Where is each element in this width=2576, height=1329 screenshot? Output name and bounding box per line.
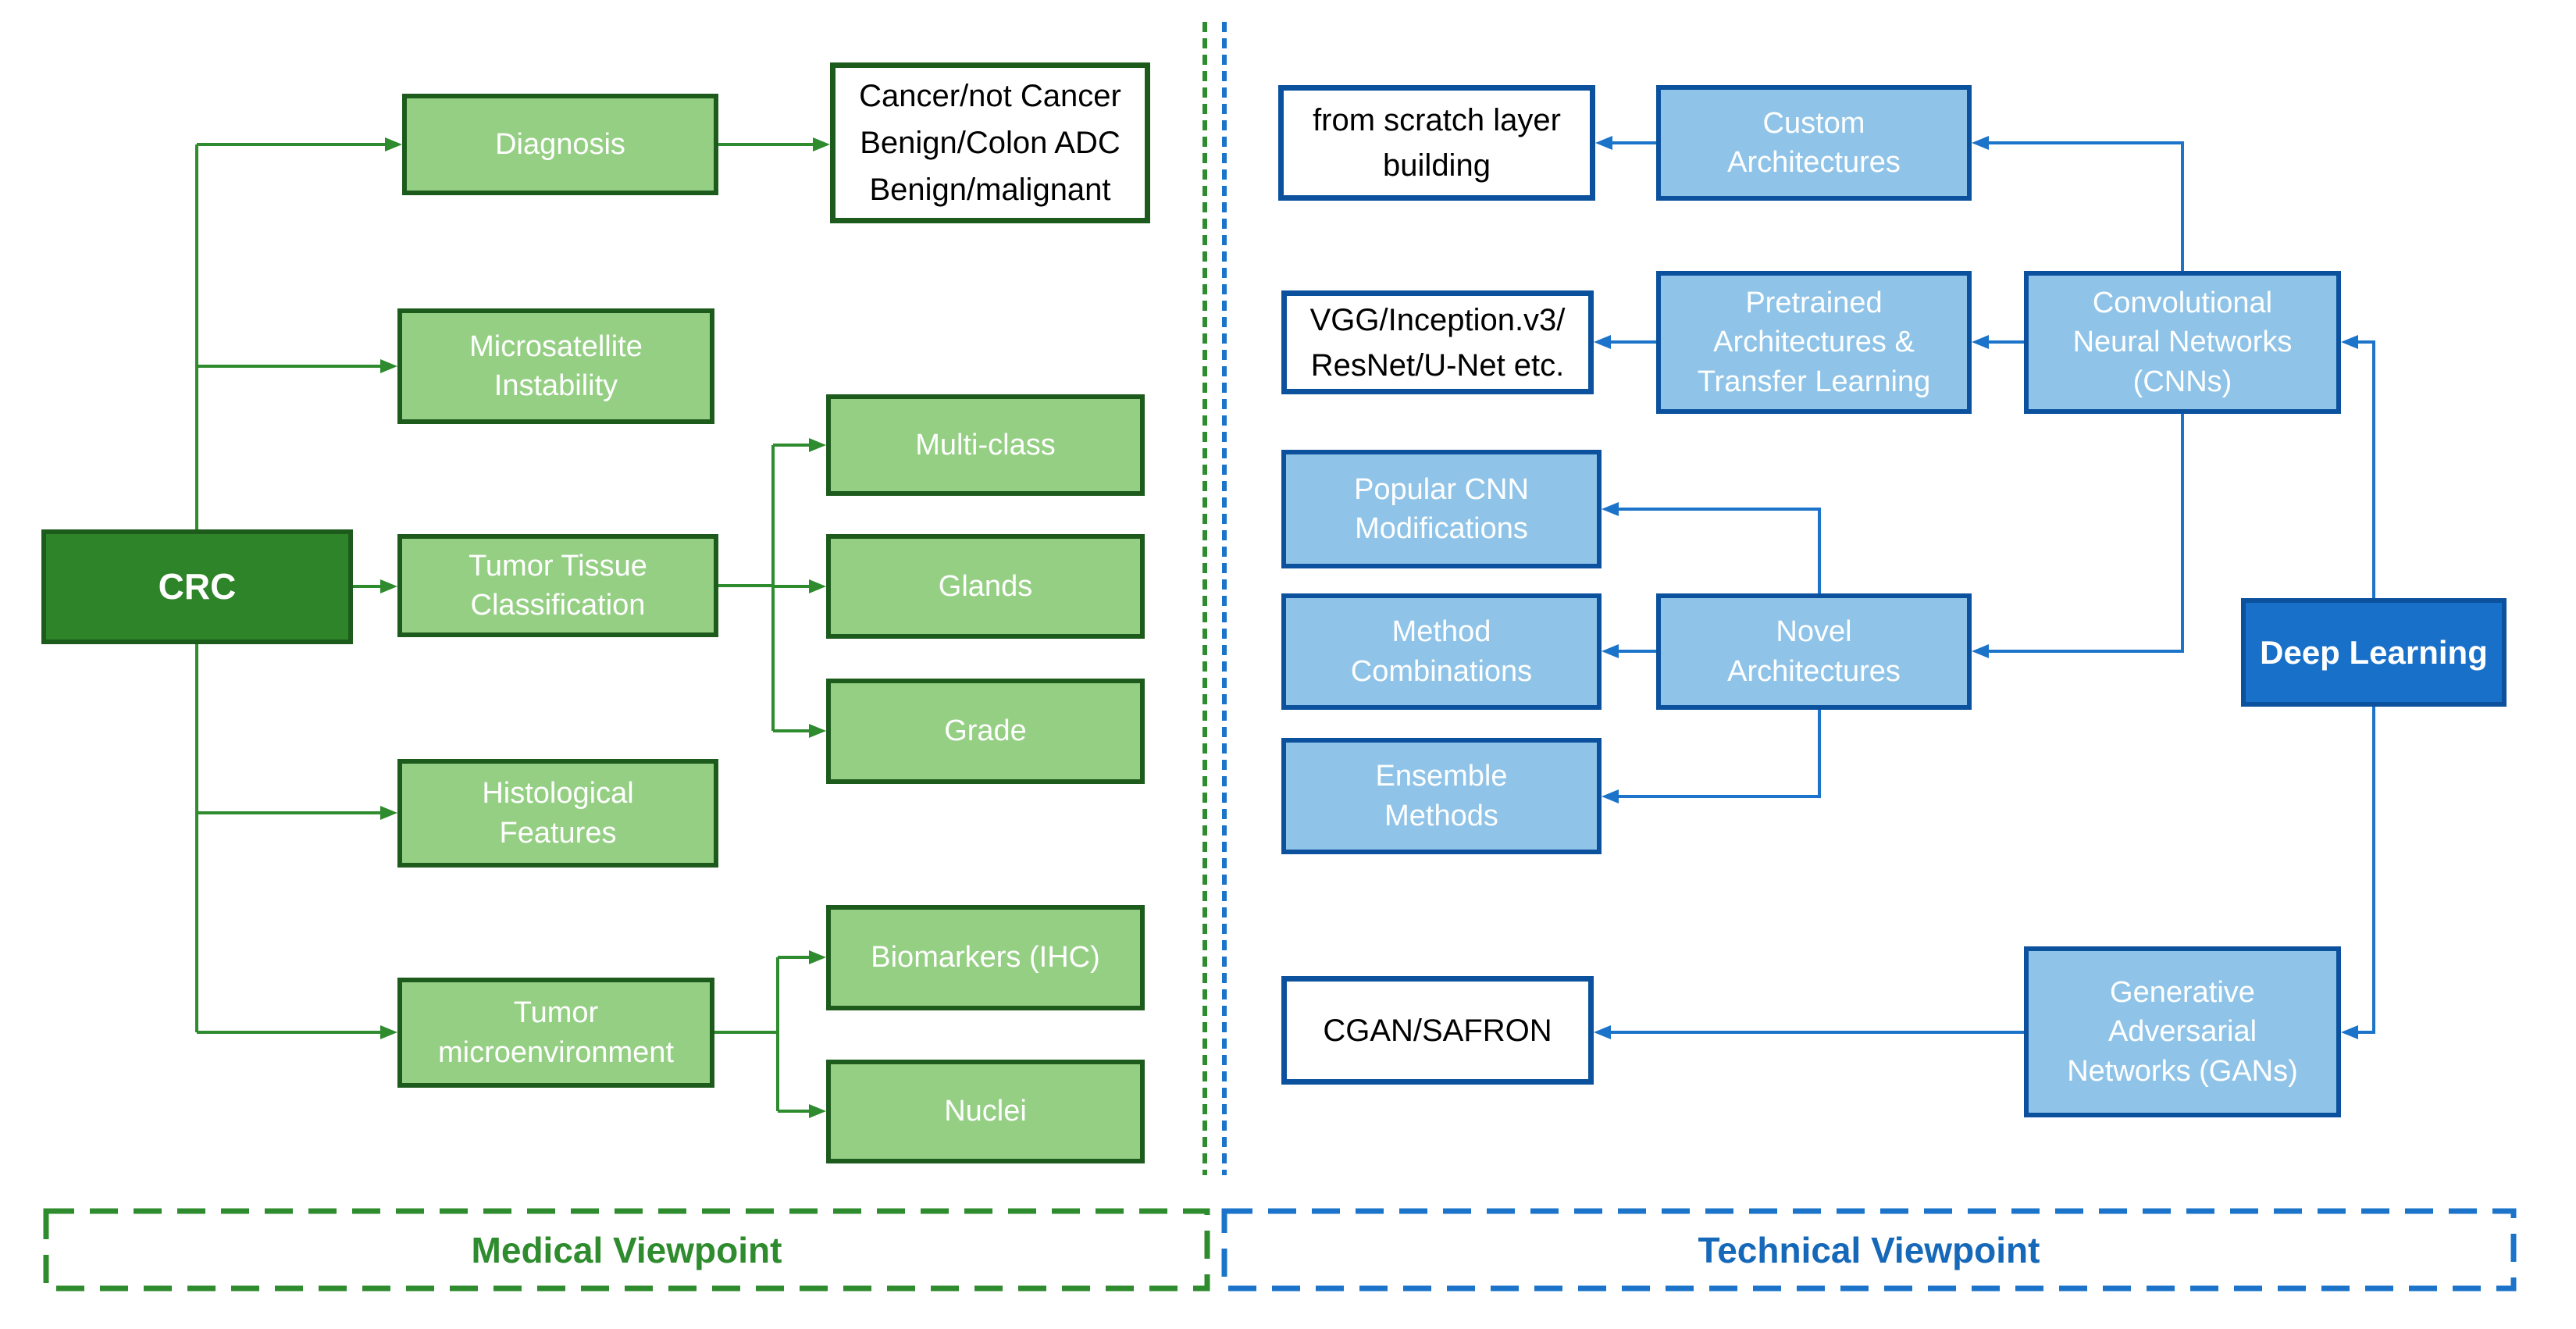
node-tumor-microenvironment: Tumor microenvironment: [397, 978, 714, 1088]
node-glands: Glands: [826, 534, 1145, 639]
arrowhead-novel: [1972, 644, 1989, 658]
arrowhead-biomarkers: [809, 950, 826, 964]
node-tumor-tissue-classification: Tumor Tissue Classification: [397, 534, 718, 637]
arrowhead-cgan: [1594, 1025, 1611, 1039]
node-microsatellite-instability: Microsatellite Instability: [397, 308, 714, 424]
node-custom-architectures: Custom Architectures: [1656, 85, 1972, 201]
node-biomarkers-ihc: Biomarkers (IHC): [826, 905, 1145, 1010]
node-diagnosis-outcomes: Cancer/not Cancer Benign/Colon ADC Benig…: [830, 62, 1150, 223]
node-histological-features: Histological Features: [397, 759, 718, 868]
edge-tme-branches: [714, 956, 809, 1113]
arrowhead-tme: [380, 1025, 397, 1039]
arrowhead-fromscratch: [1595, 136, 1612, 150]
edge-dl-gans: [2358, 707, 2375, 1034]
arrowhead-ttc: [380, 579, 397, 593]
node-diagnosis: Diagnosis: [402, 94, 718, 195]
node-from-scratch: from scratch layer building: [1278, 85, 1595, 201]
node-method-combinations: Method Combinations: [1281, 593, 1602, 710]
edge-ttc-branches: [718, 444, 809, 732]
node-popular-cnn-modifications: Popular CNN Modifications: [1281, 450, 1602, 568]
node-vgg-resnet: VGG/Inception.v3/ ResNet/U-Net etc.: [1281, 290, 1594, 394]
technical-viewpoint-label: Technical Viewpoint: [1698, 1229, 2040, 1270]
node-deep-learning: Deep Learning: [2241, 598, 2507, 707]
arrowhead-popular: [1602, 502, 1619, 516]
arrowhead-glands: [809, 579, 826, 593]
arrowhead-vgg: [1594, 335, 1611, 349]
node-multi-class: Multi-class: [826, 394, 1145, 496]
arrowhead-outcomes: [813, 137, 830, 151]
arrowhead-msi: [380, 359, 397, 373]
arrowhead-ensemble: [1602, 789, 1619, 803]
edge-cnn-custom: [1989, 141, 2184, 271]
arrowhead-cnn: [2341, 335, 2358, 349]
arrowhead-histological: [380, 806, 397, 820]
blue-edges: [1594, 136, 2375, 1039]
node-ensemble-methods: Ensemble Methods: [1281, 738, 1602, 854]
node-cnns: Convolutional Neural Networks (CNNs): [2024, 271, 2341, 414]
node-nuclei: Nuclei: [826, 1060, 1145, 1163]
node-gans: Generative Adversarial Networks (GANs): [2024, 946, 2341, 1117]
node-pretrained-transfer-learning: Pretrained Architectures & Transfer Lear…: [1656, 271, 1972, 414]
node-cgan-safron: CGAN/SAFRON: [1281, 976, 1594, 1085]
arrowhead-diagnosis: [385, 137, 402, 151]
arrowhead-nuclei: [809, 1104, 826, 1118]
arrowhead-method: [1602, 644, 1619, 658]
edge-dl-cnn: [2358, 340, 2375, 598]
node-crc: CRC: [41, 529, 353, 644]
arrowhead-pretrained: [1972, 335, 1989, 349]
node-novel-architectures: Novel Architectures: [1656, 593, 1972, 710]
technical-viewpoint-frame: [1221, 1208, 2517, 1292]
edge-novel-popular: [1619, 508, 1821, 593]
edge-novel-ensemble: [1619, 710, 1821, 798]
arrowhead-custom: [1972, 136, 1989, 150]
edge-cnn-novel: [1989, 414, 2184, 653]
arrowhead-multiclass: [809, 438, 826, 452]
arrowhead-grade: [809, 724, 826, 738]
medical-viewpoint-frame: [43, 1208, 1210, 1292]
arrowhead-gans: [2341, 1025, 2358, 1039]
node-grade: Grade: [826, 679, 1145, 784]
medical-viewpoint-label: Medical Viewpoint: [471, 1229, 782, 1270]
